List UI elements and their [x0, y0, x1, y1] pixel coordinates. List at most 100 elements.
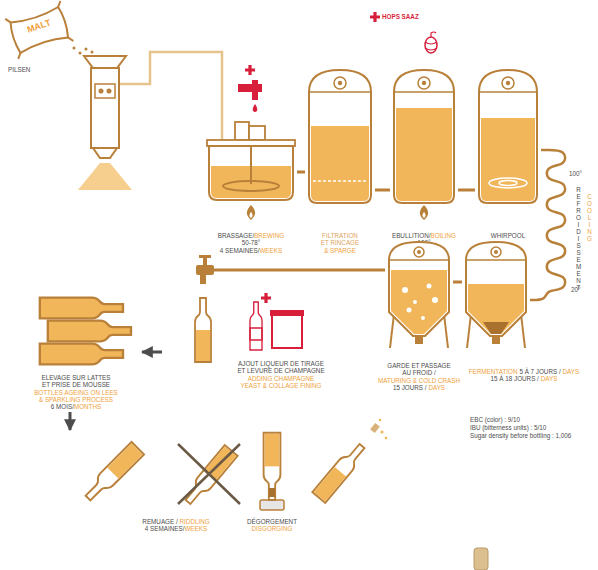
stage-caption: BOILING [430, 232, 456, 239]
flow-arrow [69, 412, 72, 430]
tank-outlet [492, 336, 500, 344]
tun-gearbox [249, 126, 265, 140]
mash-tun: BRASSAGE/BREWING50-78°4 SEMAINES/WEEKS [205, 120, 297, 202]
opened-bottle-liquid [314, 467, 346, 501]
malt-variety: PILSEN [8, 66, 30, 73]
tank-body [389, 242, 449, 336]
crushed-malt-pile [78, 163, 132, 190]
filled-bottle-liquid [196, 330, 210, 361]
stage-caption: 4 SEMAINES/ [145, 525, 185, 532]
caption-block: FERMENTATION5 À 7 JOURS /DAYS15 À 18 JOU… [466, 368, 582, 383]
stage-caption: 6 MOIS/ [51, 403, 74, 410]
stage-caption: RIDDLING [180, 518, 210, 525]
opened-bottle [312, 441, 368, 503]
beer-spec: IBU (bitterness units) : 5/10 [470, 424, 546, 431]
liqueur-bottle-glass [250, 302, 262, 350]
stage-caption: FERMENTATION [469, 368, 518, 375]
grain-conveyor [119, 52, 222, 142]
tank-liquid [481, 118, 535, 201]
caption-block: AJOUT LIQUEUR DE TIRAGE ET LEVURE DE CHA… [236, 360, 326, 389]
ice-bath [260, 500, 284, 510]
stage-caption: BRASSAGE/ [218, 232, 254, 239]
stage-caption: 4 SEMAINES/ [220, 247, 260, 254]
cross-mark [178, 444, 240, 504]
co2-bubble [407, 308, 412, 313]
frozen-plug [269, 488, 275, 497]
flow-arrow [142, 351, 162, 354]
ageing-bottle [48, 321, 131, 342]
stage-caption: WEEKS [184, 525, 207, 532]
pipe-connector [530, 150, 565, 300]
stage-caption: ADDING CHAMPAGNE YEAST & COLLAGE FINING [240, 375, 321, 389]
stage-caption: FILTRATION ET RINCAGE [321, 232, 359, 246]
riddling-stage-shape [62, 430, 242, 512]
inverted-bottle [264, 433, 281, 500]
tank-body [309, 70, 371, 203]
spray-drop [379, 419, 382, 422]
riddling-bottle-liquid [107, 444, 142, 479]
opened-bottle-glass [312, 441, 368, 503]
stage-caption: WEEKS [259, 247, 282, 254]
lauter-tank: FILTRATION ET RINCAGE& SPARGE [305, 68, 375, 205]
filled-bottle [195, 298, 211, 362]
caption-block: BRASSAGE/BREWING50-78°4 SEMAINES/WEEKS [201, 232, 301, 254]
tank-leg [467, 314, 471, 348]
pipe-connector [458, 189, 475, 192]
maturing-tank-shape [385, 240, 453, 348]
water-drop [253, 104, 258, 112]
ageing-bottle-glass [48, 321, 131, 342]
whirl-swirl [489, 178, 527, 188]
stage-caption: 50-78° [242, 239, 261, 246]
whirlpool-tank: WHIRPOOL [475, 68, 541, 205]
yeast-tub-lid [270, 310, 304, 316]
bottling-additions-shape [162, 262, 308, 372]
mash-tun-shape [205, 120, 297, 202]
tank-hatch-centre [494, 250, 498, 254]
liqueur-bottle [250, 302, 262, 350]
tank-hatch-centre [506, 81, 510, 85]
mill-outlet [93, 148, 117, 158]
tank-body [479, 70, 537, 203]
stage-caption: DAYS [428, 384, 445, 391]
tank-outline [466, 242, 526, 336]
tank-leg [390, 314, 394, 348]
stage-caption: DISGORGING [252, 525, 293, 532]
stage-caption: & SPARGE [324, 247, 356, 254]
stage-caption: DÉGORGEMENT [247, 518, 297, 525]
stage-caption: MONTHS [74, 403, 101, 410]
addition-plus [261, 293, 271, 303]
hop-cone [425, 37, 437, 53]
tap-body [196, 265, 214, 275]
riddling-stage: REMUAGE /RIDDLING4 SEMAINES/WEEKS [62, 430, 242, 512]
water-plus [245, 65, 255, 75]
transfer-pipe [212, 269, 308, 272]
tun-body [209, 146, 293, 200]
tank-liquid [391, 270, 447, 334]
tank-hatch [414, 247, 424, 257]
bottle-ageing: ELEVAGE SUR LATTES ET PRISE DE MOUSSEBOT… [20, 296, 142, 412]
hop-cone-scales [425, 42, 437, 50]
tank-hatch [502, 77, 514, 89]
tun-outline [209, 146, 293, 200]
caption-block: WHIRPOOL [470, 232, 546, 239]
burner-flame [420, 205, 428, 220]
stage-caption: EBULLITION/ [392, 232, 431, 239]
cooling-label: REFROIDISSEMENT [575, 186, 582, 291]
tank-hatch [491, 247, 501, 257]
tap-handle [203, 258, 207, 265]
tank-hatch [334, 77, 346, 89]
ageing-bottle [40, 344, 123, 365]
stage-caption: 5 À 7 JOURS / [519, 368, 560, 375]
tank-outline [394, 70, 454, 203]
fermentation-tank: FERMENTATION5 À 7 JOURS /DAYS15 À 18 JOU… [462, 240, 530, 348]
bottling-additions: AJOUT LIQUEUR DE TIRAGE ET LEVURE DE CHA… [162, 262, 308, 372]
caption-block: ELEVAGE SUR LATTES ET PRISE DE MOUSSEBOT… [20, 374, 132, 410]
tank-hatch [418, 77, 430, 89]
malt-sack-body [9, 6, 70, 53]
mill-eye [99, 89, 104, 94]
disgorging-stage-shape [250, 428, 294, 512]
tank-hatch-centre [417, 250, 421, 254]
temperature-label: 100° [569, 170, 582, 177]
stage-caption: 15 JOURS / [393, 384, 427, 391]
co2-bubble [413, 300, 417, 304]
